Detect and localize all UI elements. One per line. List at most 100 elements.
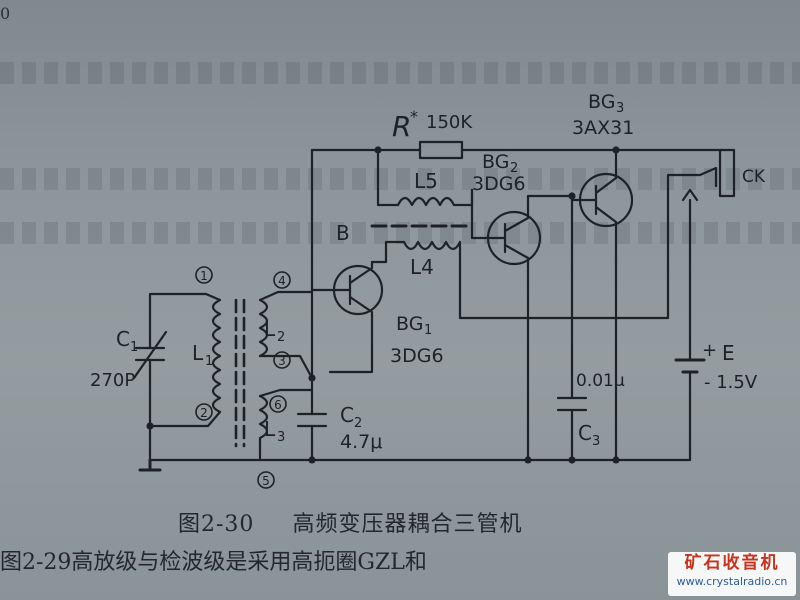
node-marker: [195, 266, 213, 284]
label-c1-sub: 1: [130, 340, 138, 355]
node-marker: [195, 403, 213, 421]
bleed-through-text: [0, 62, 800, 84]
bg1-collector: [348, 260, 374, 285]
label-bg1-sub: 1: [424, 323, 432, 338]
watermark-title: 矿石收音机: [684, 553, 780, 573]
bg3-collector: [594, 205, 618, 462]
label-c2: C: [340, 403, 354, 427]
junction-dot: [568, 192, 576, 200]
label-node-2: 2: [200, 406, 208, 420]
coil-l5: [396, 196, 456, 207]
label-c3: C: [578, 421, 592, 445]
site-watermark: 矿石收音机 www.crystalradio.cn: [668, 552, 796, 596]
label-b: B: [336, 221, 350, 245]
figure-title: 高频变压器耦合三管机: [292, 512, 523, 537]
label-c1: C: [116, 327, 130, 351]
figure-number: 图2-30: [178, 512, 255, 537]
junction-dot: [308, 374, 316, 382]
label-ck: CK: [742, 167, 766, 187]
junction-dot: [524, 456, 532, 464]
label-r-star: *: [410, 107, 418, 126]
junction-dot: [612, 146, 620, 154]
node-marker: [257, 471, 275, 489]
resistor-r: [418, 140, 464, 160]
jack-ck-lead: [698, 166, 718, 188]
bg3-base-lead: [570, 194, 598, 202]
bleed-through-text: [0, 168, 800, 190]
jack-ck-arrow: [681, 188, 699, 202]
label-bg2-type: 3DG6: [472, 173, 526, 195]
wire-l2-top: [258, 290, 314, 302]
label-node-4: 4: [278, 274, 286, 288]
label-l1: L: [192, 341, 204, 365]
junction-dot: [308, 456, 316, 464]
label-r: R: [392, 110, 411, 143]
label-c2-value: 4.7μ: [340, 431, 382, 453]
label-l1-sub: 1: [205, 354, 213, 369]
label-bg2: BG: [482, 151, 509, 173]
label-node-1: 1: [200, 269, 208, 283]
corner-mark: 0: [0, 4, 11, 23]
figure-caption: 图2-30 高频变压器耦合三管机: [178, 506, 522, 538]
bg2-collector: [503, 194, 574, 233]
label-l4: L4: [410, 255, 434, 279]
capacitor-c1-arrow: [132, 330, 168, 380]
node-marker: [273, 351, 291, 369]
label-node-3: 3: [278, 354, 286, 368]
junction-dot: [374, 146, 382, 154]
wire-l4-left: [370, 240, 406, 264]
label-e-plus: +: [702, 340, 717, 361]
label-l2: L: [264, 317, 276, 341]
wire-l5-right: [452, 188, 474, 207]
label-node-6: 6: [274, 398, 282, 412]
label-c2-sub: 2: [354, 416, 362, 431]
label-bg2-sub: 2: [510, 161, 518, 176]
node-marker: [273, 271, 291, 289]
body-text-line: 图2-29高放级与检波级是采用高扼圈GZL和: [0, 550, 427, 575]
label-bg3-type: 3AX31: [572, 117, 634, 139]
wire-l2-bottom: [258, 354, 314, 380]
watermark-url: www.crystalradio.cn: [676, 575, 788, 588]
node-marker: [269, 395, 287, 413]
transformer-core: [234, 298, 246, 448]
label-l3: L: [264, 417, 276, 441]
label-bg3: BG: [588, 91, 615, 113]
label-e-value: - 1.5V: [704, 372, 758, 393]
bg2-base-lead: [470, 188, 507, 240]
bleed-through-text: [0, 222, 800, 244]
capacitor-c2: [296, 412, 328, 428]
wire-c1-top: [148, 292, 222, 350]
jack-ck: [718, 148, 736, 198]
junction-dot: [146, 422, 154, 430]
wire-l4-right: [458, 173, 702, 320]
label-r-value: 150K: [426, 112, 473, 133]
wire-l1-bottom: [148, 410, 222, 428]
coil-l3: [258, 394, 269, 440]
coil-l2: [258, 298, 269, 358]
junction-dot: [568, 456, 576, 464]
wire-l3-top: [258, 388, 314, 398]
label-bg3-sub: 3: [616, 101, 624, 116]
bg1-emitter: [328, 295, 374, 374]
junction-dots: [146, 146, 620, 464]
battery-e: [674, 358, 706, 374]
junction-dot: [612, 456, 620, 464]
coil-l1: [211, 298, 222, 414]
label-node-5: 5: [262, 474, 270, 488]
label-e: E: [722, 341, 735, 365]
ground-symbol: [138, 458, 162, 472]
label-l5: L5: [414, 169, 438, 193]
label-l2-sub: 2: [277, 330, 285, 345]
bg3-emitter: [594, 148, 618, 195]
wire-l5-left: [376, 148, 400, 207]
label-c3-value: 0.01μ: [576, 371, 625, 391]
coil-l4: [402, 240, 462, 251]
label-l3-sub: 3: [277, 430, 285, 445]
label-bg1-type: 3DG6: [390, 345, 444, 367]
capacitor-c3: [556, 396, 588, 412]
label-c3-sub: 3: [592, 434, 600, 449]
bg2-emitter: [503, 243, 530, 462]
label-bg1: BG: [396, 313, 423, 335]
